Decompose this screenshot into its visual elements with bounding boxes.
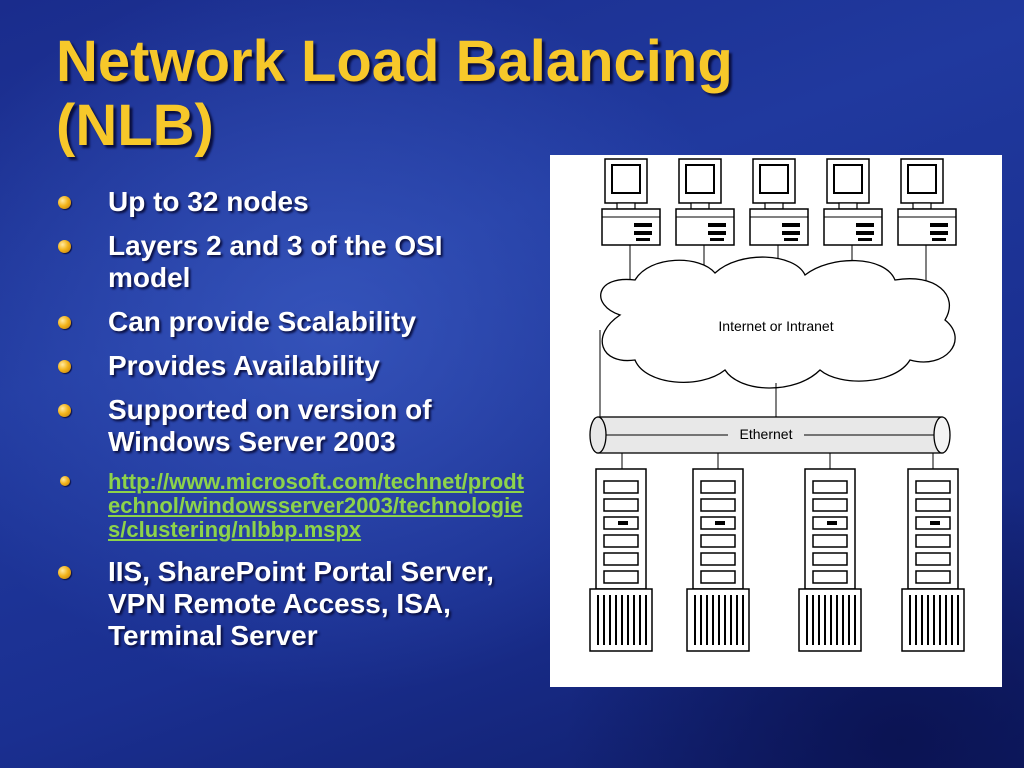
- bullet-item: Up to 32 nodes: [58, 186, 528, 218]
- bullet-icon: [58, 360, 71, 373]
- bullet-text: Provides Availability: [108, 350, 380, 381]
- server-tower-icon: [901, 468, 965, 652]
- server-tower-icon: [686, 468, 750, 652]
- bullet-item: IIS, SharePoint Portal Server, VPN Remot…: [58, 556, 528, 652]
- internet-cloud-icon: [600, 256, 956, 389]
- cloud-label: Internet or Intranet: [718, 318, 833, 334]
- bullet-list: Up to 32 nodes Layers 2 and 3 of the OSI…: [58, 186, 528, 664]
- bullet-icon: [58, 196, 71, 209]
- bullet-item: Layers 2 and 3 of the OSI model: [58, 230, 528, 294]
- server-tower-icon: [589, 468, 653, 652]
- bullet-icon: [58, 404, 71, 417]
- bullet-item: Can provide Scalability: [58, 306, 528, 338]
- nlb-reference-link[interactable]: http://www.microsoft.com/technet/prodtec…: [108, 469, 524, 542]
- bullet-text: Supported on version of Windows Server 2…: [108, 394, 432, 457]
- bullet-item: Supported on version of Windows Server 2…: [58, 394, 528, 458]
- bullet-icon: [58, 566, 71, 579]
- client-computer-icon: [749, 158, 809, 246]
- client-computer-icon: [601, 158, 661, 246]
- title-line-1: Network Load Balancing: [56, 29, 733, 94]
- ethernet-bus-icon: [589, 416, 951, 454]
- bullet-text: Up to 32 nodes: [108, 186, 309, 217]
- bullet-text: Can provide Scalability: [108, 306, 417, 337]
- bullet-icon: [58, 240, 71, 253]
- slide-title: Network Load Balancing (NLB): [56, 30, 733, 158]
- bullet-icon: [58, 316, 71, 329]
- bullet-icon: [60, 476, 70, 486]
- bullet-text: Layers 2 and 3 of the OSI model: [108, 230, 443, 293]
- client-computer-icon: [823, 158, 883, 246]
- client-computer-icon: [897, 158, 957, 246]
- client-computer-icon: [675, 158, 735, 246]
- server-tower-icon: [798, 468, 862, 652]
- title-line-2: (NLB): [56, 93, 214, 158]
- bullet-item-link: http://www.microsoft.com/technet/prodtec…: [58, 470, 528, 542]
- bullet-item: Provides Availability: [58, 350, 528, 382]
- bus-label: Ethernet: [740, 426, 793, 442]
- nlb-network-diagram: Internet or Intranet Ethernet: [550, 155, 1002, 687]
- bullet-text: IIS, SharePoint Portal Server, VPN Remot…: [108, 556, 494, 651]
